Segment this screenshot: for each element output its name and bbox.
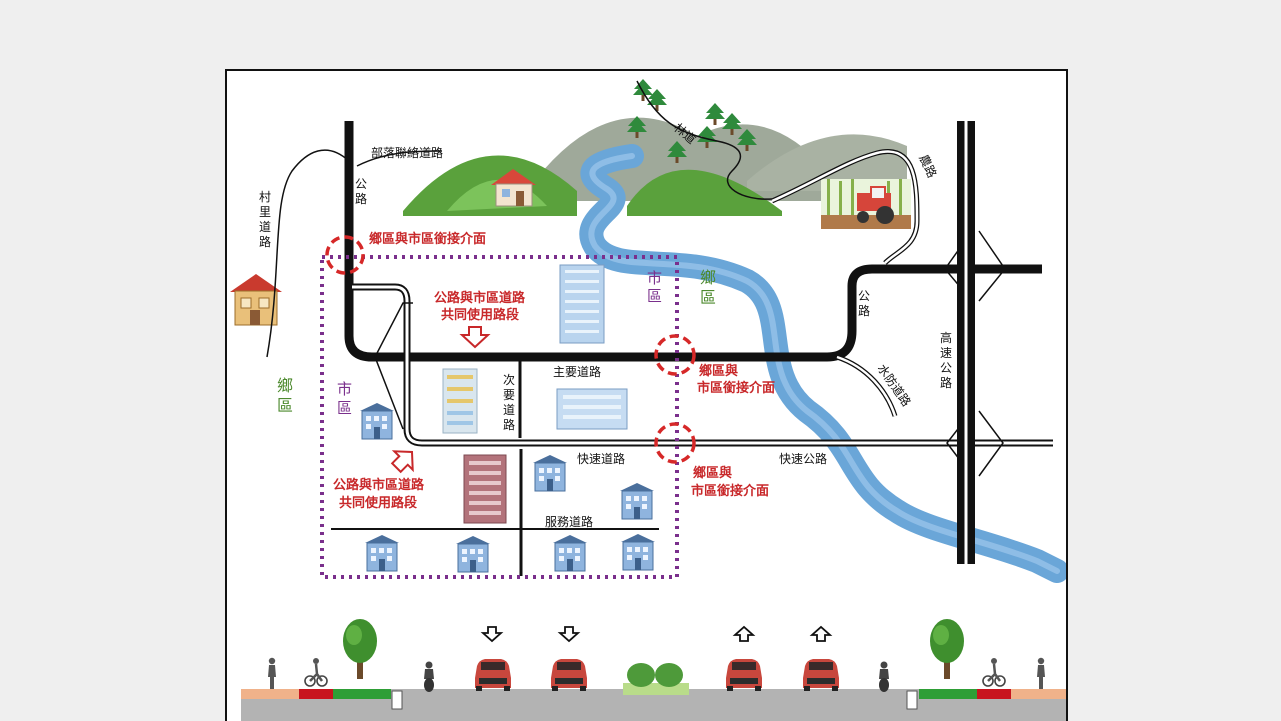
bike-lane-left [299, 689, 333, 699]
pedestrian-icon [268, 657, 276, 689]
building-icon [559, 264, 605, 344]
car-icon [475, 659, 511, 691]
rural-right-label-1: 鄉 [700, 268, 716, 287]
building-icon [463, 454, 507, 524]
village-road-line [266, 149, 350, 358]
arrow-down-icon [557, 626, 581, 643]
highway-left-label-2: 路 [355, 191, 367, 206]
interface-circle [325, 235, 365, 275]
building-icon [532, 454, 568, 492]
scooter-icon [879, 661, 889, 692]
diagram-frame: 部落聯絡道路 公 路 村 里 道 路 林道 農路 鄉區與市區銜接介面 公路與市區… [225, 69, 1068, 721]
tractor-icon [821, 179, 911, 229]
rural-right-label-2: 區 [700, 288, 716, 307]
interface-circles [325, 235, 696, 464]
tribal-road-label: 部落聯絡道路 [371, 145, 443, 160]
road-hierarchy-map: 部落聯絡道路 公 路 村 里 道 路 林道 農路 鄉區與市區銜接介面 公路與市區… [230, 79, 1066, 721]
shared-top-label-1: 公路與市區道路 [434, 290, 526, 306]
highway-right-label-1: 公 [858, 289, 870, 303]
interface-circle [654, 422, 696, 464]
city-left-label-1: 市 [337, 380, 352, 398]
arrow-up-icon [732, 625, 756, 642]
minor-roads [266, 80, 773, 358]
village-road-label-2: 里 [259, 205, 271, 219]
building-icon [552, 534, 588, 572]
highway-road [344, 121, 1042, 362]
interface-label-3a: 鄉區與 [693, 465, 732, 481]
pedestrian-icon [1037, 657, 1045, 689]
arrow-up-icon [809, 625, 833, 642]
express-highway-label: 快速公路 [779, 451, 827, 466]
arrow-down-icon [459, 326, 491, 349]
cyclist-icon [303, 656, 329, 688]
house-icon [491, 169, 536, 207]
car-icon [726, 659, 762, 691]
building-icon [556, 388, 628, 430]
building-icon [620, 533, 656, 571]
city-left-label-2: 區 [337, 399, 352, 417]
interface-circle [654, 334, 696, 376]
highway-left-label-1: 公 [355, 177, 367, 191]
shrub-icon [627, 663, 683, 687]
median [623, 683, 689, 695]
scooter-icon [424, 661, 434, 692]
house-icon [230, 274, 282, 326]
secondary-road-label-2: 要 [503, 388, 515, 402]
green-strip-right [919, 689, 977, 699]
city-roads [331, 361, 659, 576]
main-road-label: 主要道路 [553, 364, 601, 379]
building-icon [442, 368, 478, 434]
forest-road-line [636, 80, 773, 200]
freeway-label-2: 速 [940, 346, 952, 360]
farm-road-label: 農路 [916, 152, 940, 180]
village-road-label-1: 村 [259, 190, 271, 204]
secondary-road-label-3: 道 [503, 403, 515, 417]
rural-left-label-1: 鄉 [277, 376, 293, 395]
sidewalk-right [1011, 689, 1066, 699]
road-cross-section [241, 683, 1066, 721]
city-boundary [320, 255, 679, 579]
bike-lane-right [977, 689, 1011, 699]
sidewalk-left [241, 689, 299, 699]
rural-left-label-2: 區 [277, 396, 293, 415]
freeway-label-1: 高 [940, 330, 952, 345]
tree-icon [343, 619, 377, 679]
building-icon [364, 534, 400, 572]
arrow-up-icon [390, 450, 414, 474]
service-road-label: 服務道路 [545, 514, 593, 529]
city-top-label-2: 區 [647, 287, 662, 305]
secondary-road-label-4: 路 [503, 417, 515, 432]
car-icon [803, 659, 839, 691]
shared-bottom-label-2: 共同使用路段 [339, 495, 417, 511]
interface-label-2b: 市區銜接介面 [697, 380, 775, 396]
cyclist-icon [981, 656, 1007, 688]
interface-label-1: 鄉區與市區銜接介面 [369, 231, 486, 247]
shared-bottom-label-1: 公路與市區道路 [333, 477, 425, 493]
shared-top-label-2: 共同使用路段 [441, 307, 519, 323]
expressway-label: 快速道路 [577, 451, 625, 466]
building-icon [455, 535, 491, 573]
highway-right-label-2: 路 [858, 303, 870, 318]
freeway-label-3: 公 [940, 361, 952, 375]
building-icon [619, 482, 655, 520]
arrow-down-icon [480, 626, 504, 643]
village-road-label-3: 道 [259, 220, 271, 234]
car-icon [551, 659, 587, 691]
tribal-road-line [356, 150, 443, 167]
freeway-road [957, 121, 975, 564]
interface-label-2a: 鄉區與 [699, 363, 738, 379]
city-top-label-1: 市 [647, 269, 662, 287]
building-icon [359, 402, 395, 440]
tree-icon [930, 619, 964, 679]
green-strip-left [333, 689, 391, 699]
secondary-road-label-1: 次 [503, 373, 515, 387]
village-road-label-4: 路 [259, 234, 271, 249]
interface-label-3b: 市區銜接介面 [691, 483, 769, 499]
freeway-label-4: 路 [940, 375, 952, 390]
